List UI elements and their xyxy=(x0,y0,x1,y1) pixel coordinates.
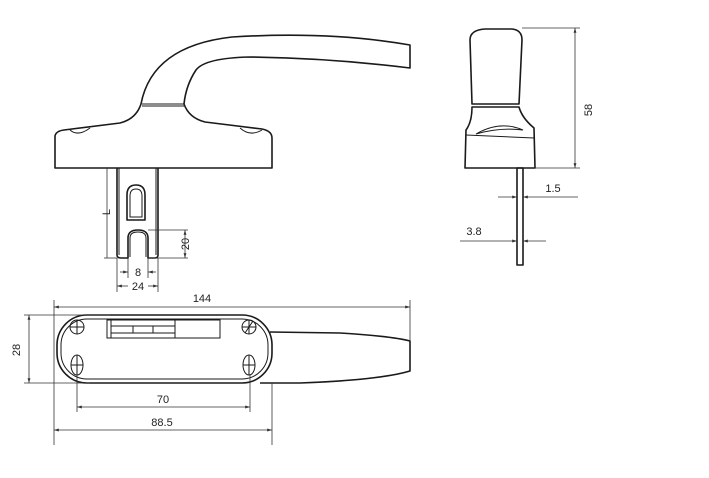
front-view: L 20 8 24 xyxy=(54,34,411,293)
side-view: 58 1.5 3.8 xyxy=(460,27,595,266)
base-plate-outer xyxy=(56,314,273,384)
bottom-view: 144 28 70 88.5 xyxy=(11,293,411,445)
spindle-keyhole xyxy=(126,184,146,221)
dim-label-24: 24 xyxy=(132,281,144,293)
handle-tail xyxy=(260,331,411,384)
dim-label-1-5: 1.5 xyxy=(545,183,560,195)
dim-label-58: 58 xyxy=(583,104,595,116)
knob-upper xyxy=(469,28,523,105)
base-notch-right xyxy=(239,127,263,134)
screw-hole-top-left xyxy=(69,319,85,335)
spindle xyxy=(116,168,159,259)
screw-hole-top-right xyxy=(241,319,257,335)
spindle-window xyxy=(106,319,221,339)
dim-label-144: 144 xyxy=(193,293,211,305)
dim-label-8: 8 xyxy=(135,267,141,279)
dim-label-3-8: 3.8 xyxy=(466,226,481,238)
dim-label-88-5: 88.5 xyxy=(151,417,172,429)
knob-groove xyxy=(475,125,524,135)
side-spindle xyxy=(516,167,524,266)
dim-label-28: 28 xyxy=(11,344,23,356)
base-notch-left xyxy=(69,127,91,134)
screw-slot-bottom-left xyxy=(70,354,84,376)
dim-label-20: 20 xyxy=(180,238,192,250)
screw-slot-bottom-right xyxy=(242,354,256,376)
dim-label-70: 70 xyxy=(157,394,169,406)
dim-label-L: L xyxy=(101,209,113,215)
handle-lever-outline xyxy=(54,34,411,169)
base-plate-inner xyxy=(60,318,269,380)
